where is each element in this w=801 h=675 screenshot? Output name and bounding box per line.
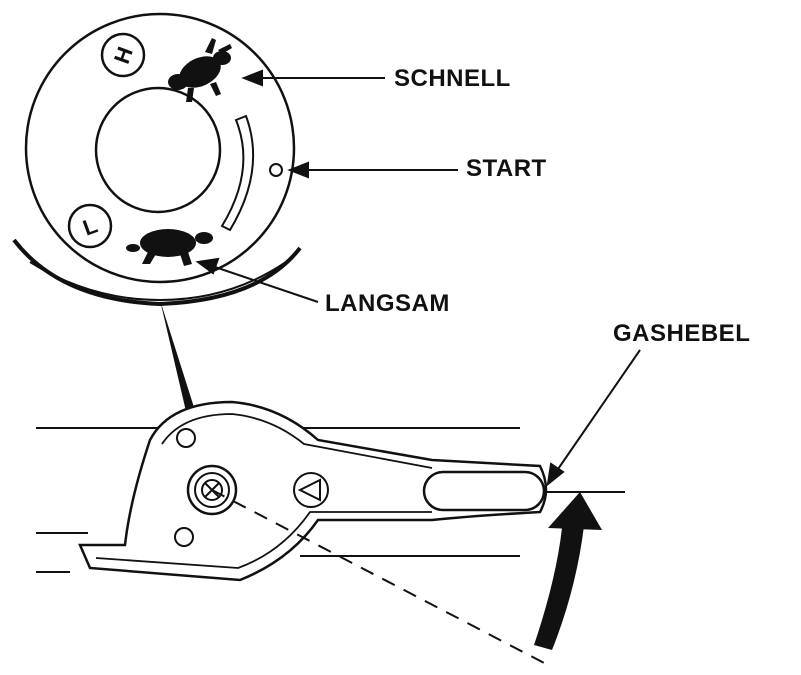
gashebel-arrow-line xyxy=(555,349,641,473)
throttle-lever xyxy=(78,400,548,582)
gashebel-arrowhead-icon xyxy=(546,462,565,487)
direction-arrow-icon xyxy=(534,492,602,650)
detail-connector xyxy=(160,300,198,420)
start-mark-icon xyxy=(269,163,283,177)
langsam-arrow-line xyxy=(211,265,319,303)
travel-dashed-line xyxy=(211,489,549,666)
start-label: START xyxy=(466,155,547,182)
lever-hole-bottom xyxy=(174,527,194,547)
triangle-indicator-icon xyxy=(297,478,321,502)
low-mark-badge: L xyxy=(67,203,113,249)
schnell-arrowhead-icon xyxy=(241,69,263,87)
lever-hole-top xyxy=(176,428,196,448)
start-arrowhead-icon xyxy=(287,161,309,179)
gashebel-label: GASHEBEL xyxy=(613,320,751,347)
langsam-arrowhead-icon xyxy=(195,257,220,275)
dial-slot xyxy=(220,114,255,232)
turtle-icon xyxy=(126,229,213,266)
leader-arrows xyxy=(195,69,641,487)
dial-center-hub xyxy=(94,86,222,214)
dial-outer-ring xyxy=(24,12,296,284)
throttle-dial xyxy=(24,12,296,284)
hare-icon xyxy=(168,38,232,102)
schnell-label: SCHNELL xyxy=(394,65,511,92)
langsam-label: LANGSAM xyxy=(325,290,450,317)
lever-grip xyxy=(422,470,546,512)
high-mark-badge: H xyxy=(100,32,146,78)
